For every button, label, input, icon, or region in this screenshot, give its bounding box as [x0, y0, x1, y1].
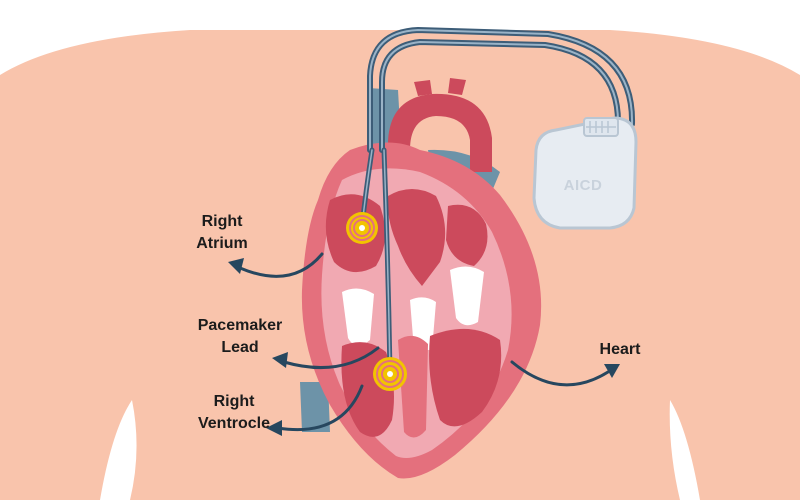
aorta-branch-1	[414, 80, 432, 96]
septum-vessels	[387, 189, 446, 286]
label-right-ventricle-line2: Ventrocle	[198, 415, 270, 432]
pacemaker-lead-wires	[359, 26, 636, 375]
arrow-heads	[228, 258, 620, 436]
label-pacemaker-lead-line2: Lead	[221, 339, 258, 356]
valve-chords-left	[450, 266, 484, 326]
arrow-heart	[510, 360, 610, 387]
arrowhead-right-atrium	[228, 258, 244, 274]
arrow-pacemaker-lead	[282, 346, 380, 370]
arrow-right-atrium	[238, 252, 324, 278]
label-heart: Heart	[600, 341, 642, 358]
left-atrium-chamber	[446, 204, 488, 266]
ventricular-electrode	[373, 357, 407, 391]
aorta-branch-2	[448, 78, 466, 95]
atrial-electrode	[346, 212, 378, 244]
arrowhead-pacemaker-lead	[272, 352, 288, 368]
valve-chords-right	[342, 288, 374, 346]
label-right-atrium-line1: Right	[202, 213, 244, 230]
arrow-right-ventricle	[276, 384, 364, 432]
annotation-arrows	[238, 252, 610, 432]
arrowhead-heart	[604, 364, 620, 378]
aicd-label: AICD	[564, 177, 603, 194]
left-ventricle-chamber	[429, 328, 502, 427]
ventricle-wall	[398, 335, 428, 438]
inferior-vena-cava	[300, 382, 330, 432]
aortic-arch	[387, 93, 492, 172]
aicd-device: AICD	[532, 116, 638, 230]
label-right-ventricle-line1: Right	[214, 393, 256, 410]
label-right-atrium-line2: Atrium	[196, 235, 248, 252]
label-pacemaker-lead-line1: Pacemaker	[198, 317, 283, 334]
arrowhead-right-ventricle	[266, 420, 282, 436]
